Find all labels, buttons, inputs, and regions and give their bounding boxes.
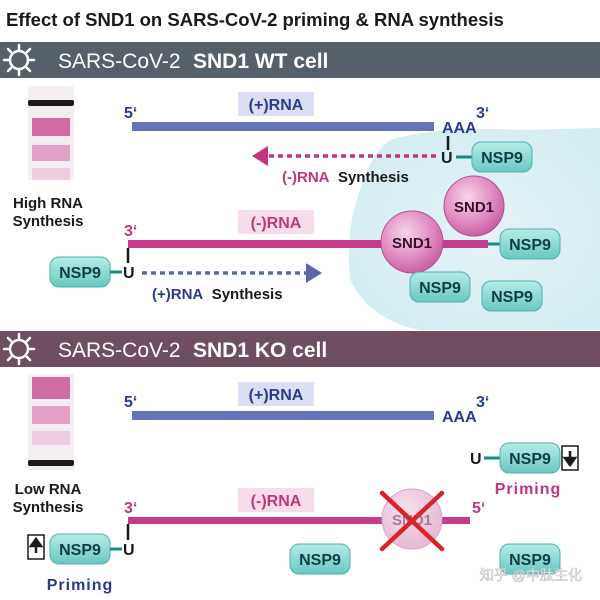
wt-plus-five-prime: 5‘ (124, 105, 137, 122)
virus-icon (2, 43, 36, 77)
wt-plus-tail: AAA (442, 120, 477, 137)
wt-minus-rna-label-box (238, 210, 314, 234)
wt-nsp9-primed-plus (471, 141, 533, 173)
ko-minus-rna-strand (128, 517, 470, 524)
wt-nsp9-label-2: NSP9 (509, 237, 551, 254)
wt-minus-three-prime: 3‘ (124, 223, 137, 240)
wt-minus-rna-label: (-)RNA (251, 215, 302, 232)
ko-u-label-1: U (470, 451, 482, 468)
ko-plus-three-prime: 3‘ (476, 394, 489, 411)
ko-nsp9-label-4: NSP9 (509, 552, 551, 569)
wt-nsp9-label-3: NSP9 (59, 265, 101, 282)
ko-minus-five-prime: 5‘ (472, 500, 485, 517)
wt-nsp9-label-1: NSP9 (481, 150, 523, 167)
wt-cell-label: SND1 WT cell (193, 50, 328, 73)
wt-nsp9-free-2 (481, 280, 543, 312)
ko-header-text: SARS-CoV-2 SND1 KO cell (58, 339, 327, 362)
wt-header-text: SARS-CoV-2 SND1 WT cell (58, 50, 328, 73)
wt-minus-rna-strand (128, 240, 488, 248)
wt-nsp9-strand-end (499, 228, 561, 260)
ko-nsp9-free-2 (499, 543, 561, 575)
ko-plus-rna-label: (+)RNA (249, 387, 304, 404)
wt-plus-arrowhead (306, 263, 322, 283)
wt-snd1-strand (380, 210, 444, 274)
wt-nsp9-free-1 (409, 271, 471, 303)
diagram-title: Effect of SND1 on SARS-CoV-2 priming & R… (6, 9, 504, 30)
wt-header-band (0, 42, 600, 78)
wt-u-label-2: U (123, 265, 135, 282)
wt-plus-rna-strand (132, 122, 434, 131)
ko-nsp9-label-2: NSP9 (59, 542, 101, 559)
wt-nsp9-label-4: NSP9 (419, 280, 461, 297)
wt-level-label-2: Synthesis (13, 213, 84, 230)
wt-plus-rna-label: (+)RNA (249, 97, 304, 114)
wt-level-bands (28, 86, 74, 180)
wt-minus-synthesis-text: (-)RNA Synthesis (282, 169, 409, 186)
ko-cell-label: SND1 KO cell (193, 339, 327, 362)
ko-nsp9-free-1 (289, 543, 351, 575)
wt-plus-synth-word: Synthesis (212, 286, 283, 303)
ko-plus-five-prime: 5‘ (124, 394, 137, 411)
wt-snd1-upper (443, 175, 505, 237)
ko-minus-rna-label: (-)RNA (251, 493, 302, 510)
ko-nsp9-priming-plus (499, 442, 561, 474)
wt-nsp9-label-5: NSP9 (491, 289, 533, 306)
ko-level-bands (28, 374, 74, 470)
ko-minus-three-prime: 3‘ (124, 500, 137, 517)
wt-plus-synthesis-text: (+)RNA Synthesis (152, 286, 283, 303)
wt-minus-synth-label: (-)RNA (282, 169, 330, 186)
ko-plus-rna-label-box (238, 382, 314, 406)
wt-plus-synth-label: (+)RNA (152, 286, 203, 303)
virus-icon (2, 332, 36, 366)
ko-u-label-2: U (123, 542, 135, 559)
wt-panel: SARS-CoV-2 SND1 WT cell High RNA Synthes… (0, 42, 600, 330)
wt-plus-rna-label-box (238, 92, 314, 116)
wt-snd1-label-upper: SND1 (454, 199, 494, 216)
ko-plus-tail: AAA (442, 409, 477, 426)
ko-level-label-2: Synthesis (13, 499, 84, 516)
wt-u-label-1: U (441, 150, 453, 167)
wt-level-label-1: High RNA (13, 195, 83, 212)
ko-priming-label-minus: Priming (47, 577, 114, 594)
ko-minus-rna-label-box (238, 488, 314, 512)
ko-plus-rna-strand (132, 411, 434, 420)
ko-panel: SARS-CoV-2 SND1 KO cell Low RNA Synthesi… (0, 331, 600, 594)
ko-level-label-1: Low RNA (15, 481, 82, 498)
up-arrow-icon (27, 534, 45, 560)
ko-nsp9-label-1: NSP9 (509, 451, 551, 468)
ko-nsp9-label-3: NSP9 (299, 552, 341, 569)
ko-virus-label: SARS-CoV-2 (58, 339, 181, 362)
ko-header-band (0, 331, 600, 367)
wt-minus-arrowhead (252, 146, 268, 166)
wt-minus-synth-word: Synthesis (338, 169, 409, 186)
ko-priming-label-plus: Priming (495, 481, 562, 498)
wt-virus-label: SARS-CoV-2 (58, 50, 181, 73)
knockout-x-icon (379, 490, 445, 552)
down-arrow-icon (561, 445, 579, 471)
wt-snd1-label-strand: SND1 (392, 235, 432, 252)
wt-plus-three-prime: 3‘ (476, 105, 489, 122)
watermark: 知乎 @中肽生化 (480, 567, 582, 583)
